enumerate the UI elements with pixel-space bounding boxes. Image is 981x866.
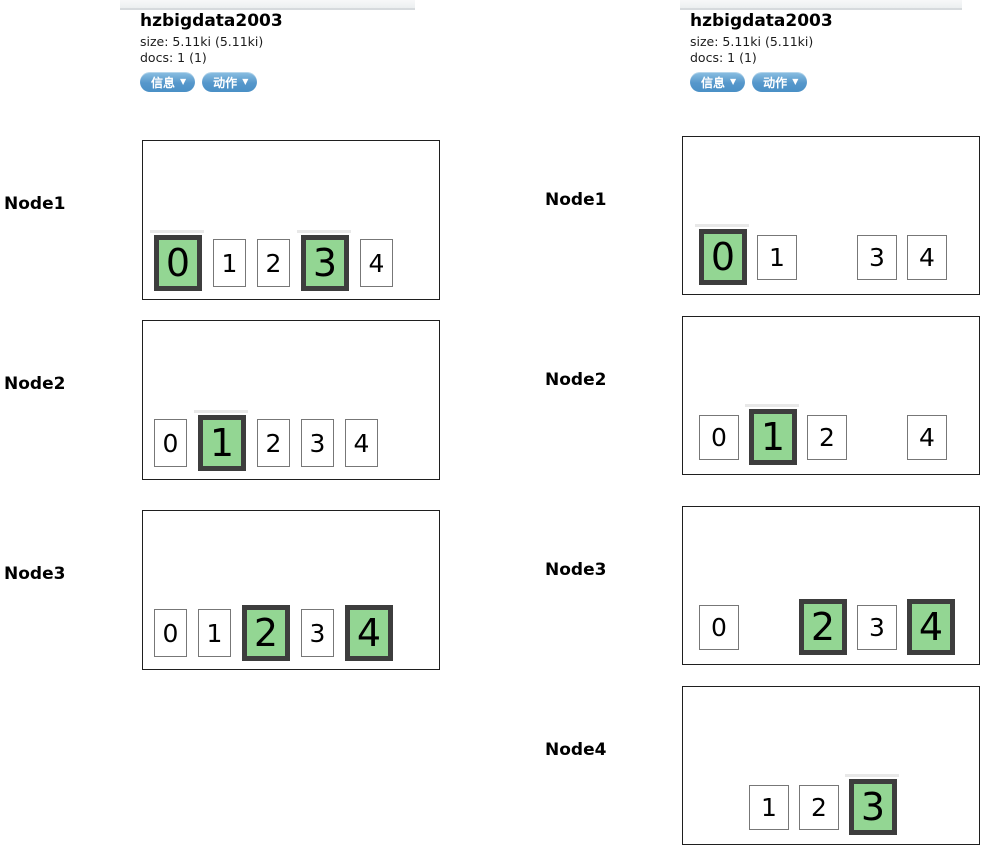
index-size-text: size: 5.11ki (5.11ki) — [690, 34, 814, 49]
chevron-down-icon: ▼ — [792, 77, 799, 86]
shard-0-replica[interactable]: 0 — [154, 419, 187, 467]
chevron-down-icon: ▼ — [242, 77, 249, 86]
cluster-state-before: hzbigdata2003 size: 5.11ki (5.11ki) docs… — [0, 11, 981, 690]
node-label: Node3 — [4, 564, 66, 584]
index-title: hzbigdata2003 — [690, 11, 833, 31]
info-dropdown-button[interactable]: 信息 ▼ — [690, 72, 746, 92]
shard-0-replica[interactable]: 0 — [699, 604, 739, 650]
node-label: Node1 — [4, 194, 66, 214]
actions-dropdown-button[interactable]: 动作 ▼ — [752, 72, 808, 92]
index-actions-row: 信息 ▼ 动作 ▼ — [140, 72, 283, 92]
index-header: hzbigdata2003 size: 5.11ki (5.11ki) docs… — [140, 11, 283, 92]
shard-2-primary[interactable]: 2 — [242, 605, 290, 661]
shard-3-primary[interactable]: 3 — [297, 230, 351, 291]
shard-1-primary[interactable]: 1 — [194, 410, 248, 471]
shard-4-replica[interactable]: 4 — [907, 414, 947, 460]
toolbar-edge-right — [680, 0, 962, 10]
chevron-down-icon: ▼ — [180, 77, 187, 86]
actions-button-label: 动作 — [213, 75, 238, 90]
shard-3-primary[interactable]: 3 — [845, 774, 899, 835]
info-dropdown-button[interactable]: 信息 ▼ — [140, 72, 196, 92]
index-docs-text: docs: 1 (1) — [140, 49, 207, 65]
node-label: Node3 — [545, 560, 607, 580]
shard-2-replica[interactable]: 2 — [257, 419, 290, 467]
shard-3-replica[interactable]: 3 — [857, 234, 897, 280]
index-docs-text: docs: 1 (1) — [690, 49, 757, 65]
shard-2-replica[interactable]: 2 — [799, 784, 839, 830]
shard-3-replica[interactable]: 3 — [301, 419, 334, 467]
shard-3-replica[interactable]: 3 — [301, 609, 334, 657]
shard-1-replica[interactable]: 1 — [757, 234, 797, 280]
node-label: Node1 — [545, 190, 607, 210]
shard-2-primary[interactable]: 2 — [799, 599, 847, 655]
shard-1-replica[interactable]: 1 — [198, 609, 231, 657]
shard-4-replica[interactable]: 4 — [345, 419, 378, 467]
toolbar-edge-left — [120, 0, 415, 10]
node-label: Node4 — [545, 740, 607, 760]
info-button-label: 信息 — [151, 75, 176, 90]
shard-1-replica[interactable]: 1 — [213, 239, 246, 287]
shard-4-primary[interactable]: 4 — [345, 605, 393, 661]
shard-4-replica[interactable]: 4 — [360, 239, 393, 287]
cluster-state-after: hzbigdata2003 size: 5.11ki (5.11ki) docs… — [545, 11, 980, 845]
shard-1-primary[interactable]: 1 — [745, 404, 799, 465]
shard-3-replica[interactable]: 3 — [857, 604, 897, 650]
info-button-label: 信息 — [701, 75, 726, 90]
node-label: Node2 — [545, 370, 607, 390]
shard-2-replica[interactable]: 2 — [807, 414, 847, 460]
node-label: Node2 — [4, 374, 66, 394]
shard-0-primary[interactable]: 0 — [695, 224, 749, 285]
shard-0-primary[interactable]: 0 — [150, 230, 204, 291]
actions-dropdown-button[interactable]: 动作 ▼ — [202, 72, 258, 92]
chevron-down-icon: ▼ — [730, 77, 737, 86]
index-title: hzbigdata2003 — [140, 11, 283, 31]
shard-0-replica[interactable]: 0 — [154, 609, 187, 657]
index-actions-row: 信息 ▼ 动作 ▼ — [690, 72, 833, 92]
shard-0-replica[interactable]: 0 — [699, 414, 739, 460]
shard-4-replica[interactable]: 4 — [907, 234, 947, 280]
actions-button-label: 动作 — [763, 75, 788, 90]
shard-2-replica[interactable]: 2 — [257, 239, 290, 287]
index-size-text: size: 5.11ki (5.11ki) — [140, 34, 264, 49]
shard-4-primary[interactable]: 4 — [907, 599, 955, 655]
index-header: hzbigdata2003 size: 5.11ki (5.11ki) docs… — [690, 11, 833, 92]
shard-1-replica[interactable]: 1 — [749, 784, 789, 830]
